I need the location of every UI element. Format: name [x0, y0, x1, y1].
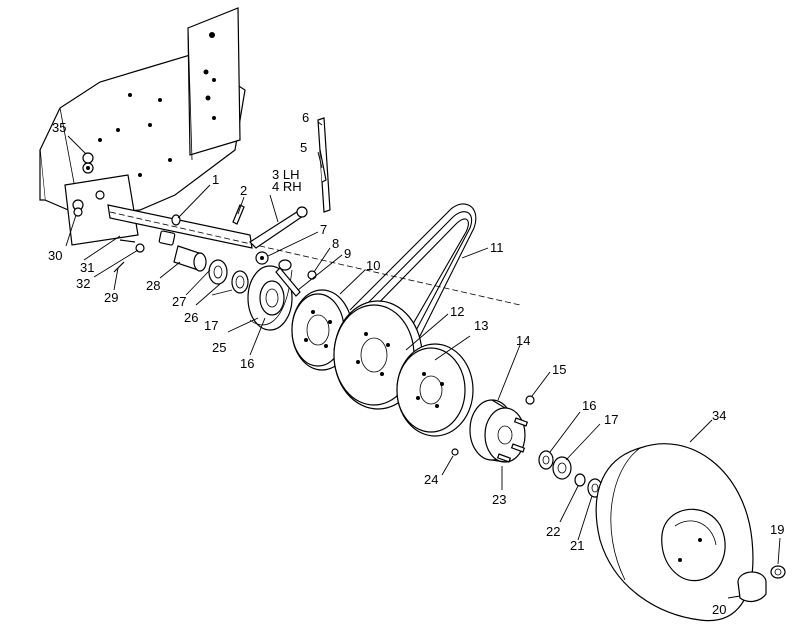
callout-25: 25 — [212, 340, 226, 355]
callout-26: 26 — [184, 310, 198, 325]
callout-10: 10 — [366, 258, 380, 273]
callout-17-shaft: 17 — [204, 318, 218, 333]
callout-31: 31 — [80, 260, 94, 275]
callout-35: 35 — [52, 120, 66, 135]
callout-7: 7 — [320, 222, 327, 237]
chassis-frame — [39, 7, 246, 246]
callout-13: 13 — [474, 318, 488, 333]
callout-8: 8 — [332, 236, 339, 251]
wheel-hub — [451, 395, 535, 463]
callout-11: 11 — [490, 240, 504, 255]
callout-32: 32 — [76, 276, 90, 291]
callout-19: 19 — [770, 522, 784, 537]
callout-5: 5 — [300, 140, 307, 155]
callout-23: 23 — [492, 492, 506, 507]
callout-21: 21 — [570, 538, 584, 553]
callout-28: 28 — [146, 278, 160, 293]
callout-12: 12 — [450, 304, 464, 319]
callout-3: 3 LH — [272, 167, 299, 182]
callout-2: 2 — [240, 183, 247, 198]
callout-9: 9 — [344, 246, 351, 261]
callout-16-shaft: 16 — [240, 356, 254, 371]
shaft-spacers — [158, 204, 293, 331]
callout-27: 27 — [172, 294, 186, 309]
callout-1: 1 — [212, 172, 219, 187]
tire — [595, 443, 754, 622]
callout-30: 30 — [48, 248, 62, 263]
callout-16-hub: 16 — [582, 398, 596, 413]
callout-15: 15 — [552, 362, 566, 377]
callout-4: 4 RH — [272, 179, 302, 194]
hub-cap — [737, 571, 767, 603]
callout-17-hub: 17 — [604, 412, 618, 427]
pulley-13 — [396, 343, 474, 437]
hub-bearings — [538, 450, 603, 498]
leader-lines — [65, 121, 781, 599]
callout-22: 22 — [546, 524, 560, 539]
callout-20: 20 — [712, 602, 726, 617]
drive-belt — [349, 203, 477, 341]
lug-nut — [770, 565, 786, 579]
callout-6: 6 — [302, 110, 309, 125]
frame-fasteners — [73, 152, 145, 273]
callout-labels: 1 2 3 LH 4 RH 5 6 7 8 9 10 11 12 13 14 1… — [48, 110, 784, 617]
brake-linkage — [249, 117, 331, 297]
callout-34: 34 — [712, 408, 726, 423]
callout-14: 14 — [516, 333, 530, 348]
callout-24: 24 — [424, 472, 438, 487]
callout-29: 29 — [104, 290, 118, 305]
main-axle — [107, 204, 521, 306]
